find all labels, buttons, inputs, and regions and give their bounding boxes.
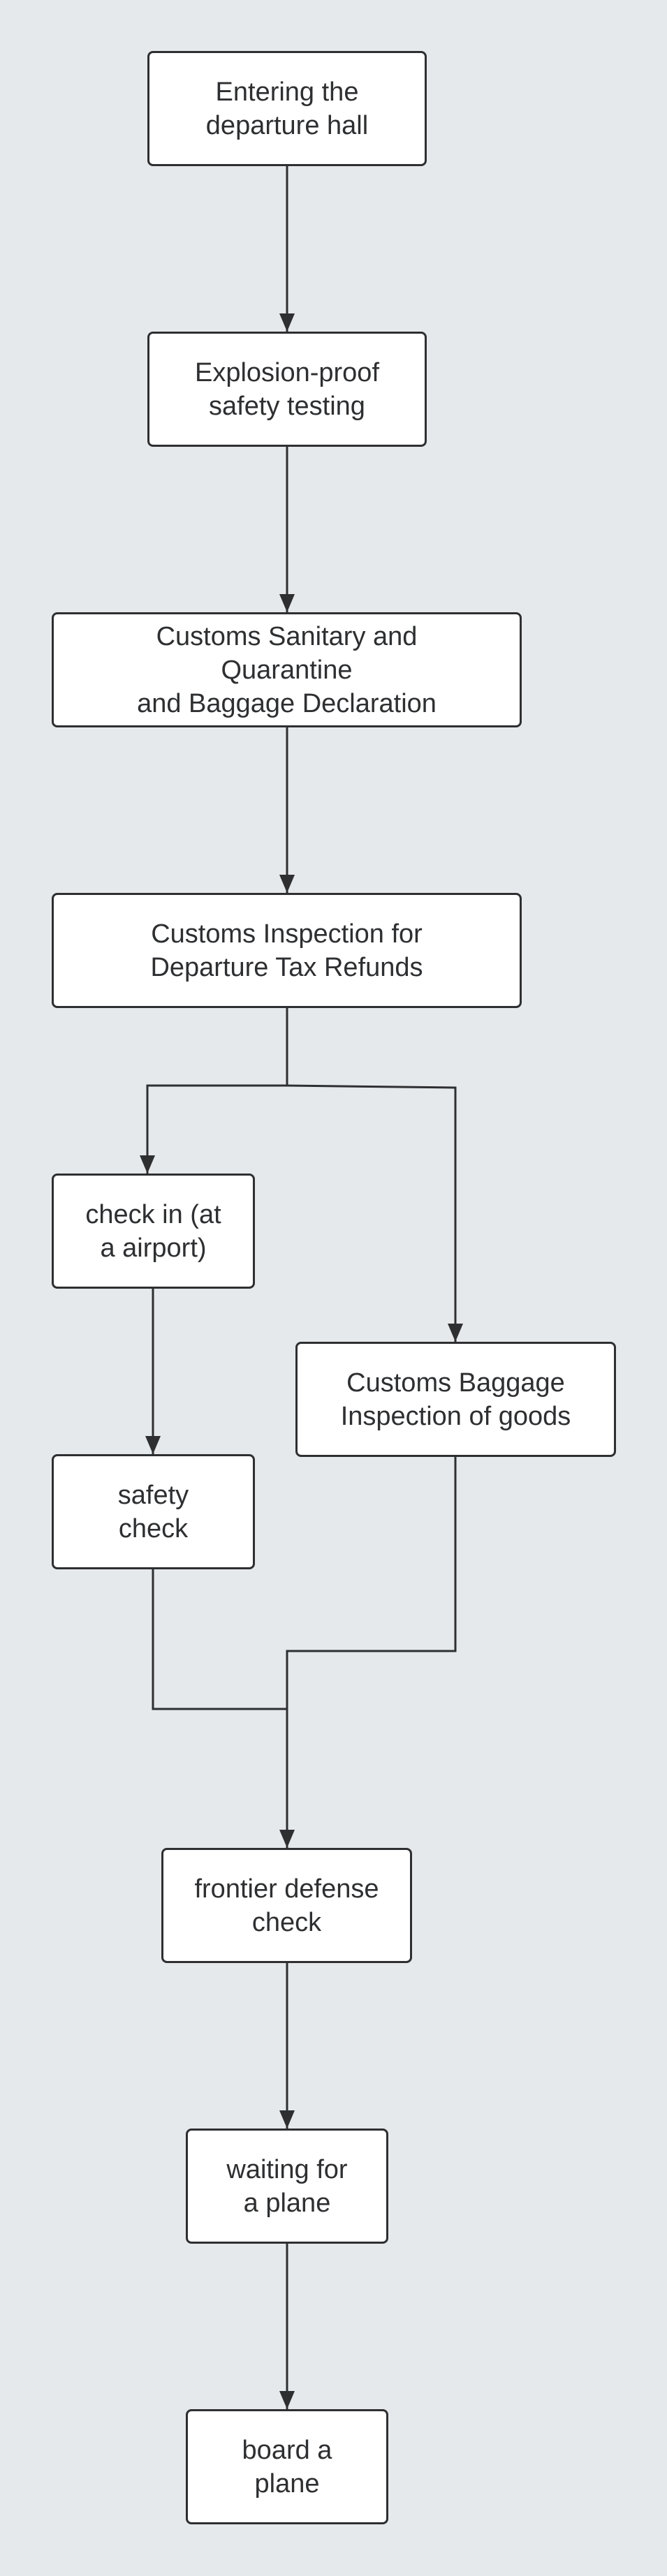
connector-tax-refunds-to-baggage-inspection — [286, 1084, 457, 1342]
connector-frontier-defense-to-waiting-arrowhead — [279, 2110, 295, 2129]
connector-check-in-to-safety-check-arrowhead — [145, 1436, 161, 1454]
node-entering-departure-hall: Entering the departure hall — [147, 51, 427, 166]
connector-tax-refunds-to-baggage-inspection-arrowhead — [448, 1324, 463, 1342]
connector-explosion-proof-to-customs-sanitary-arrowhead — [279, 594, 295, 612]
connector-waiting-to-board-arrowhead — [279, 2391, 295, 2409]
node-safety-check: safety check — [52, 1454, 255, 1569]
connector-baggage-inspection-to-frontier-defense — [286, 1457, 457, 1709]
node-customs-baggage-inspection: Customs Baggage Inspection of goods — [295, 1342, 616, 1457]
node-frontier-defense-check: frontier defense check — [161, 1848, 412, 1963]
node-board-plane: board a plane — [186, 2409, 388, 2524]
node-waiting-for-plane: waiting for a plane — [186, 2129, 388, 2244]
node-customs-inspection-tax-refunds: Customs Inspection for Departure Tax Ref… — [52, 893, 522, 1008]
node-customs-sanitary-quarantine: Customs Sanitary and Quarantine and Bagg… — [52, 612, 522, 727]
connector-customs-sanitary-to-tax-refunds-arrowhead — [279, 875, 295, 893]
connector-tax-refunds-to-check-in-arrowhead — [140, 1155, 155, 1174]
connector-safety-check-to-frontier-defense-arrowhead — [279, 1830, 295, 1848]
node-check-in: check in (at a airport) — [52, 1174, 255, 1289]
connector-tax-refunds-to-check-in — [146, 1008, 288, 1174]
connector-entering-to-explosion-proof-arrowhead — [279, 313, 295, 332]
connector-safety-check-to-frontier-defense — [152, 1569, 288, 1848]
node-explosion-proof-safety-testing: Explosion-proof safety testing — [147, 332, 427, 447]
